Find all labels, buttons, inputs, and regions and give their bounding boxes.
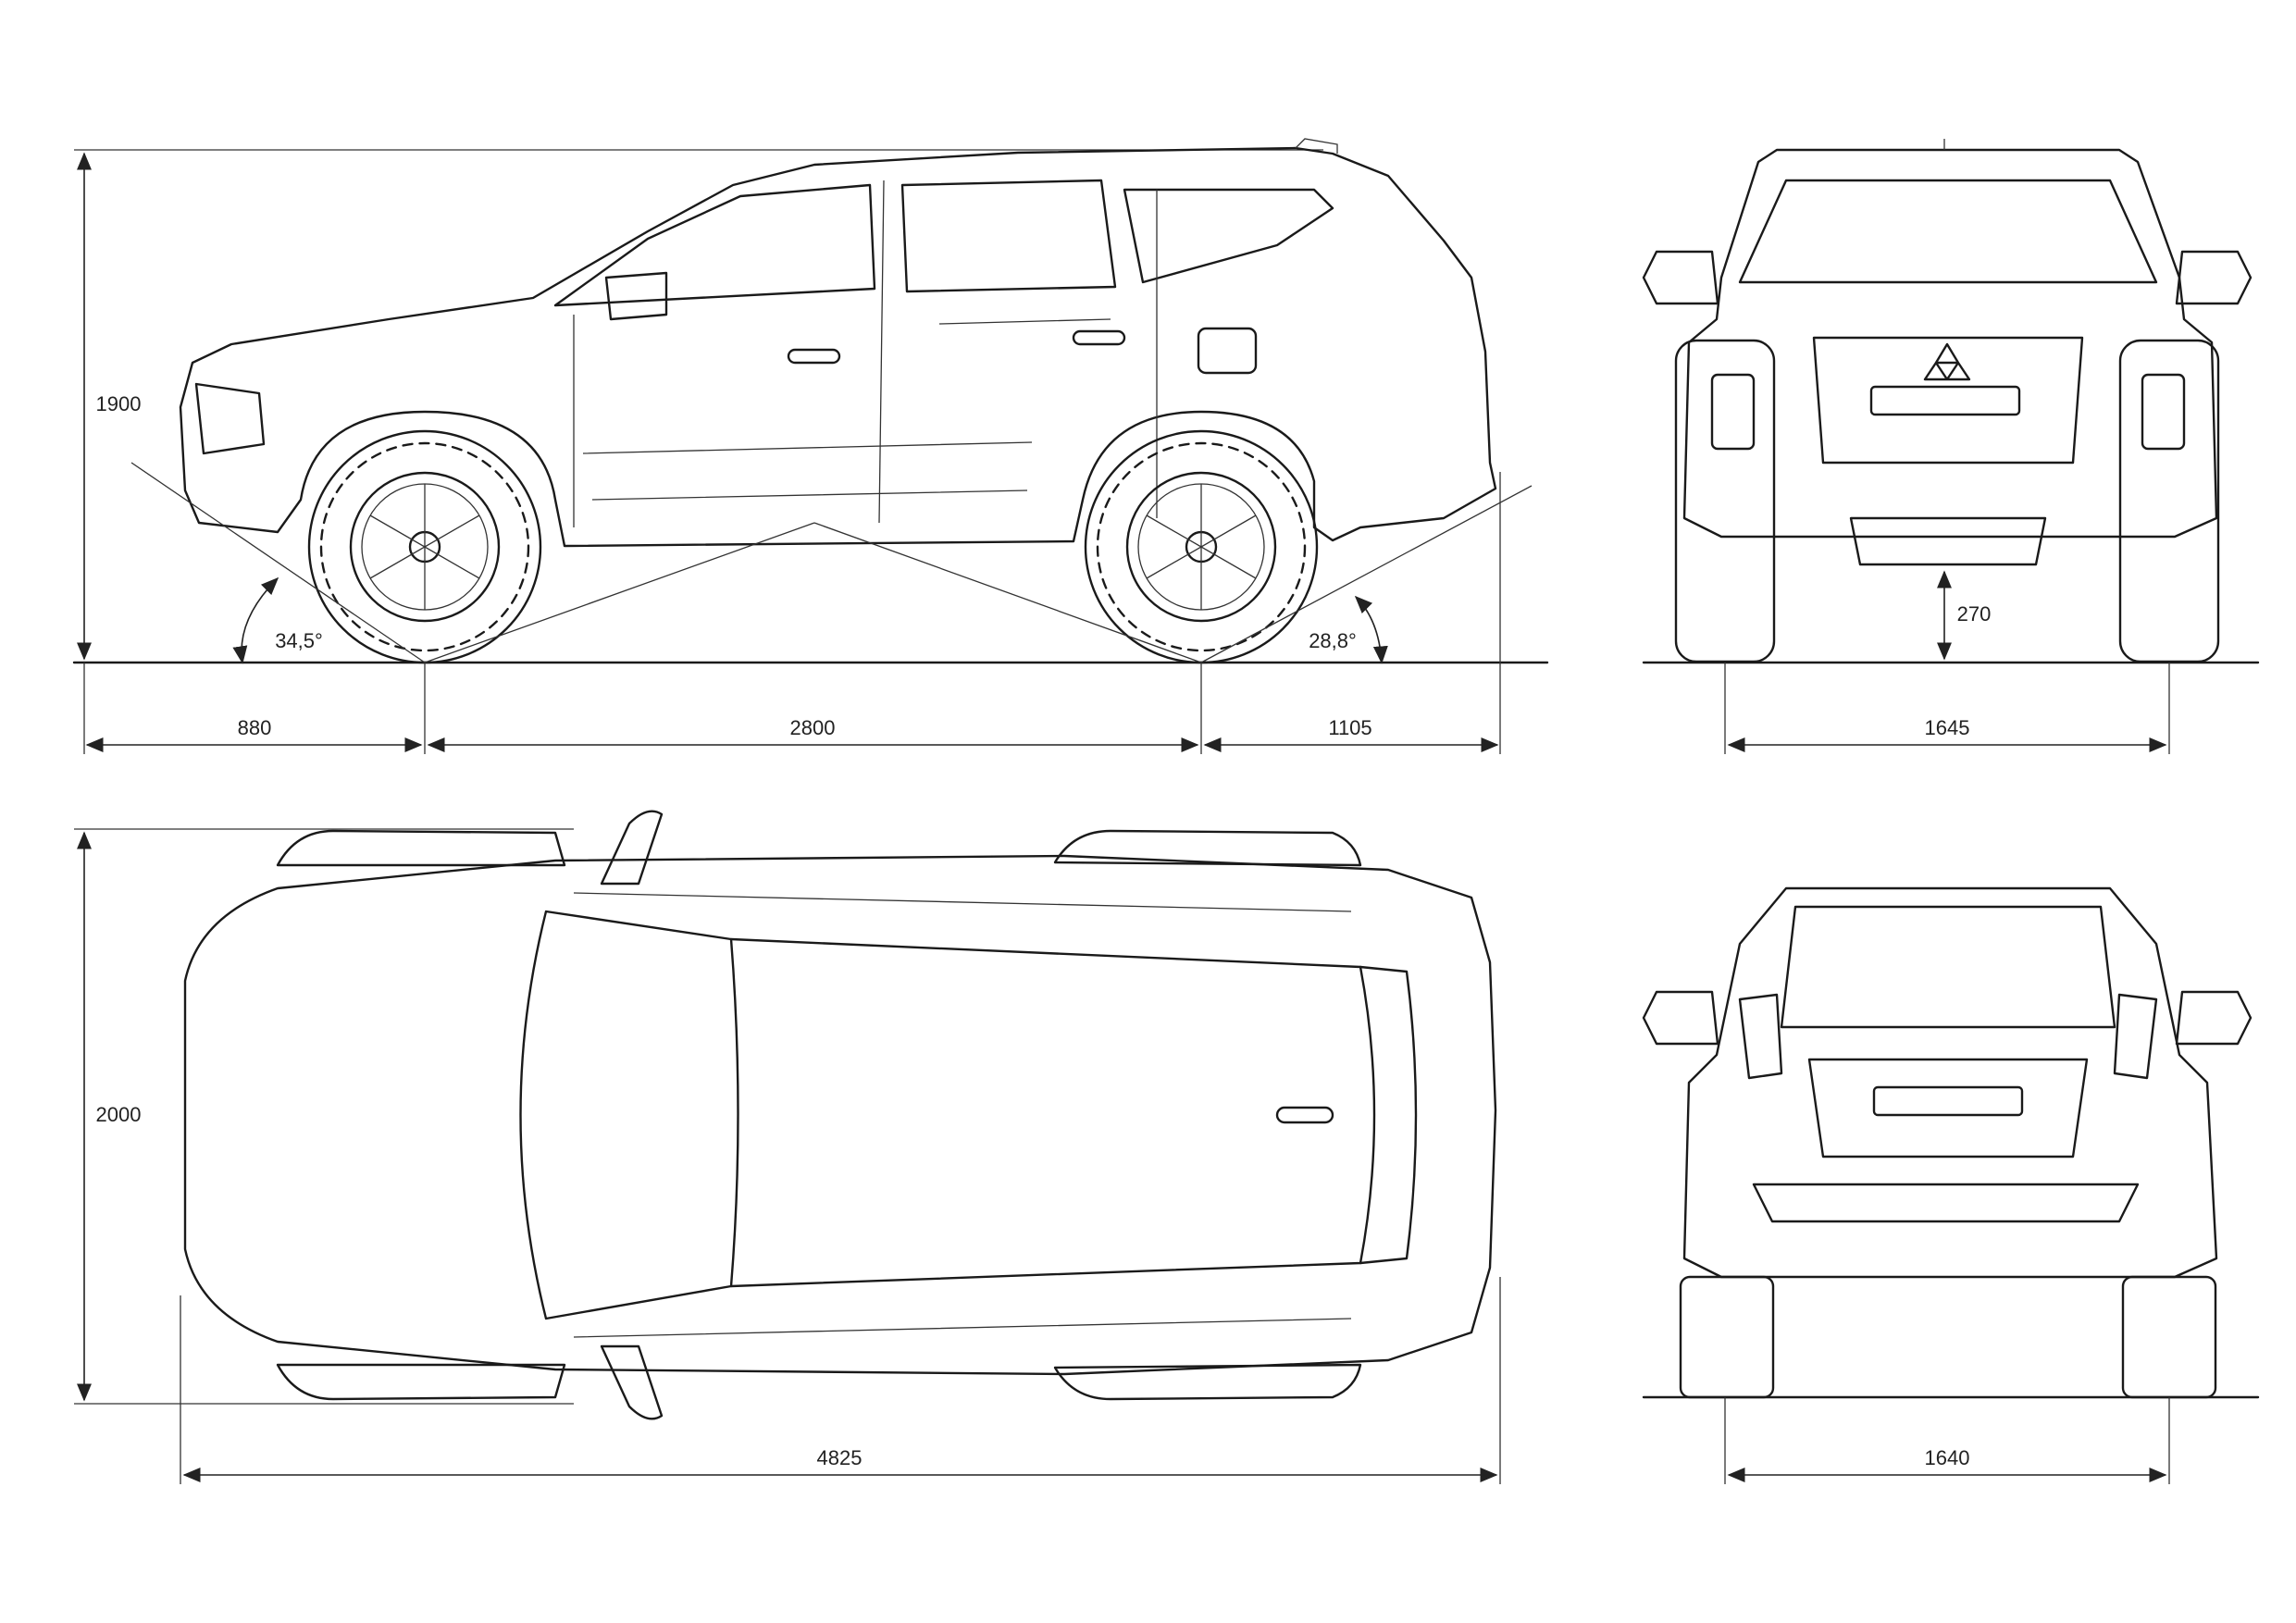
windshield <box>1738 179 2158 284</box>
length-label: 4825 <box>816 1446 863 1469</box>
roof <box>729 937 1376 1288</box>
wheelbase-label: 2800 <box>789 716 836 739</box>
rear-overhang-label: 1105 <box>1328 716 1372 739</box>
right-mirror <box>2175 250 2253 305</box>
front-door-handle <box>787 348 841 365</box>
front-track-label: 1645 <box>1924 716 1970 739</box>
left-mirror <box>1642 250 1719 305</box>
front-window <box>553 183 876 307</box>
rear-wheel <box>1084 429 1319 664</box>
front-right-tire <box>2118 339 2220 663</box>
height-label: 1900 <box>95 392 142 415</box>
headlight <box>194 382 266 455</box>
top-windshield <box>519 910 739 1320</box>
tail-lights <box>1738 993 2158 1080</box>
rear-bumper <box>1752 1183 2140 1223</box>
rear-track-label: 1640 <box>1924 1446 1970 1469</box>
top-right-mirror <box>600 1344 664 1420</box>
angle-lines <box>130 462 1533 664</box>
roof-antenna <box>1275 1106 1334 1124</box>
rear-door-handle <box>1072 329 1126 346</box>
front-body-outline <box>1682 148 2218 539</box>
top-body-outline <box>183 854 1497 1376</box>
front-overhang-label: 880 <box>237 716 272 739</box>
departure-angle-label: 28,8° <box>1309 629 1357 652</box>
rear-left-mirror <box>1642 990 1719 1046</box>
front-grille <box>1812 336 2084 465</box>
tailgate <box>1807 1058 2089 1158</box>
front-wheel <box>307 429 542 664</box>
front-license-plate <box>1869 385 2021 416</box>
rear-door-window <box>900 179 1117 293</box>
ground-clearance-label: 270 <box>1956 602 1992 626</box>
right-fog-light <box>2141 373 2186 451</box>
side-mirror <box>604 271 668 321</box>
rear-left-tire <box>1679 1275 1775 1399</box>
top-left-mirror <box>600 810 664 886</box>
left-fog-light <box>1710 373 1756 451</box>
front-fenders <box>276 829 566 1401</box>
length-dimensions <box>83 472 1501 754</box>
rear-view <box>1642 886 2260 1484</box>
top-view <box>74 810 1501 1484</box>
quarter-window <box>1123 188 1334 284</box>
rear-right-mirror <box>2175 990 2253 1046</box>
skid-plate <box>1849 516 2047 566</box>
rear-window <box>1780 905 2116 1029</box>
rear-fenders <box>1053 829 1362 1401</box>
front-view <box>1642 139 2260 754</box>
rear-body-outline <box>1682 886 2218 1279</box>
brand-logo <box>1923 342 1971 381</box>
fuel-cap <box>1197 327 1258 375</box>
rear-right-tire <box>2121 1275 2217 1399</box>
rear-glass <box>1359 965 1418 1265</box>
width-label: 2000 <box>95 1103 142 1126</box>
side-view <box>72 138 1549 754</box>
rear-license-plate <box>1872 1085 2024 1117</box>
side-body-outline <box>179 138 1497 548</box>
front-left-tire <box>1674 339 1776 663</box>
approach-angle-label: 34,5° <box>275 629 323 652</box>
